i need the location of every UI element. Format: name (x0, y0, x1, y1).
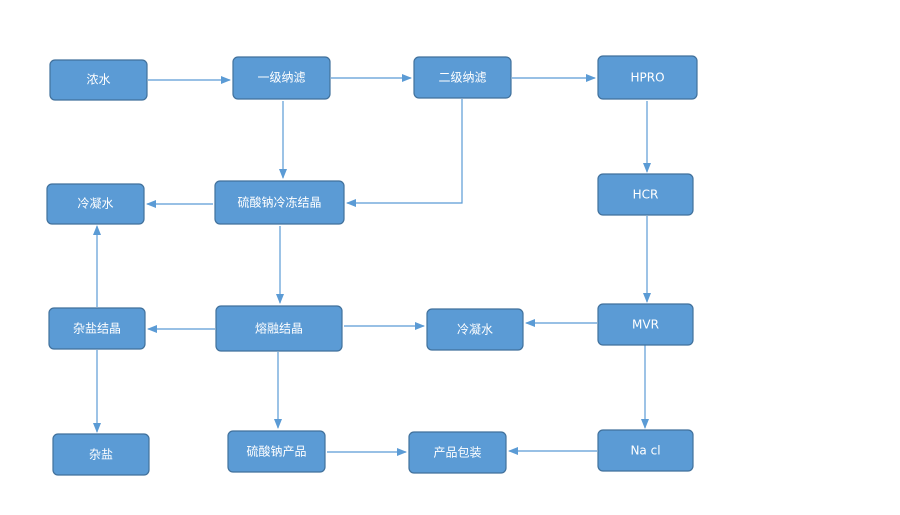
node-label: 二级纳滤 (438, 71, 486, 85)
node-yiji-nalv: 一级纳滤 (232, 56, 331, 100)
node-zayan: 杂盐 (52, 433, 150, 476)
node-label: HCR (633, 188, 659, 202)
node-liusuanna-chanpin: 硫酸钠产品 (227, 430, 326, 473)
node-label: HPRO (630, 71, 664, 85)
node-label: Na cl (630, 444, 660, 458)
node-label: 浓水 (86, 73, 110, 87)
node-label: 产品包装 (433, 446, 481, 460)
node-label: 冷凝水 (457, 322, 493, 337)
node-label: 杂盐 (89, 448, 113, 462)
node-ronghua-jiejing: 熔融结晶 (215, 305, 343, 352)
node-label: 杂盐结晶 (73, 322, 121, 336)
node-lengning-shui-1: 冷凝水 (46, 183, 145, 225)
node-nacl: Na cl (597, 429, 694, 472)
node-erji-nalv: 二级纳滤 (413, 56, 512, 99)
node-nong-shui: 浓水 (49, 59, 148, 101)
node-label: 硫酸钠冷冻结晶 (237, 195, 321, 210)
edges (93, 74, 651, 456)
node-hpro: HPRO (597, 55, 698, 100)
node-zayan-jiejing: 杂盐结晶 (48, 307, 146, 350)
node-mvr: MVR (597, 303, 694, 346)
node-hcr: HCR (597, 173, 694, 216)
node-lengning-shui-2: 冷凝水 (426, 308, 524, 351)
node-liusuanna-lengdong: 硫酸钠冷冻结晶 (214, 180, 345, 225)
node-label: 冷凝水 (77, 196, 113, 211)
node-label: 熔融结晶 (255, 321, 303, 336)
node-label: MVR (632, 318, 659, 332)
node-label: 一级纳滤 (257, 71, 305, 85)
node-label: 硫酸钠产品 (246, 444, 306, 459)
edge-erji-nalv-to-liusuanna-lengdong (346, 99, 463, 207)
node-chanpin-baozhuang: 产品包装 (408, 431, 507, 474)
